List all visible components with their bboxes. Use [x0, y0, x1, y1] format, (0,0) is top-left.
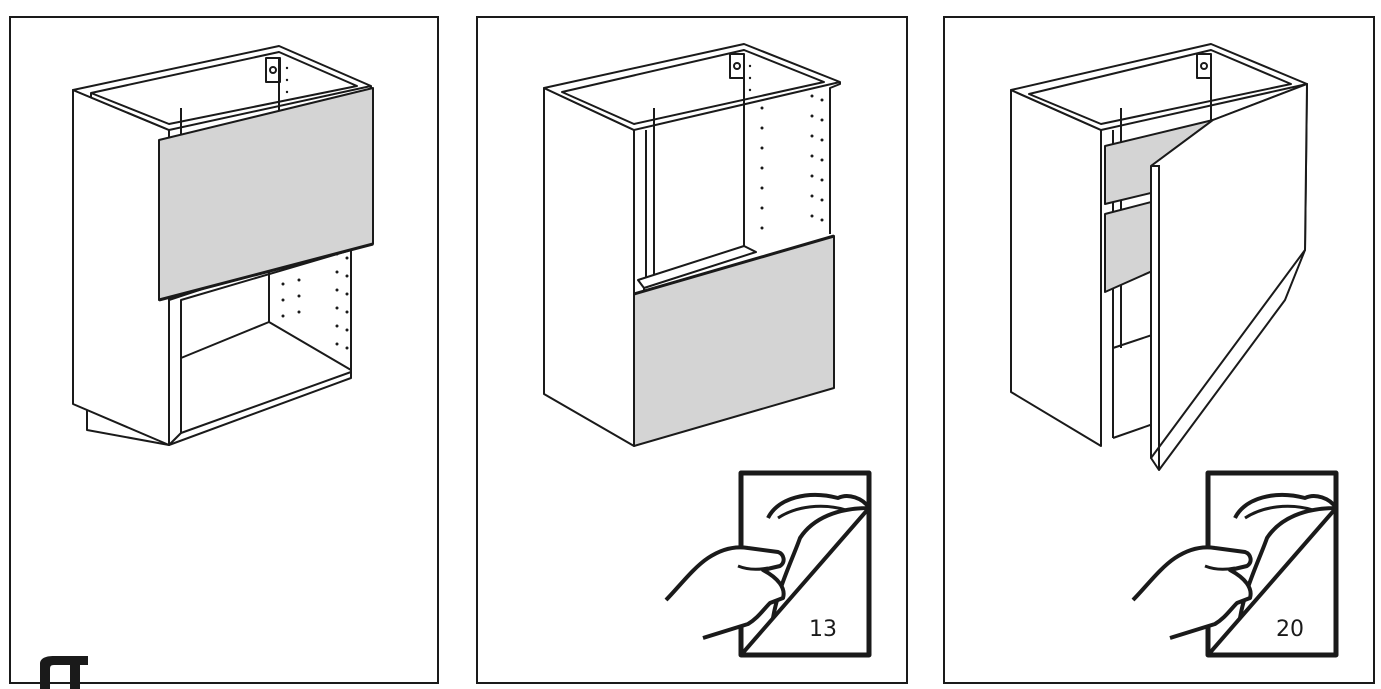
shelf-holes: [748, 64, 824, 230]
page-number-13: 13: [809, 617, 837, 642]
cabinet-bottom-panel-illustration: 13: [543, 43, 872, 658]
cabinet-icon: [543, 43, 841, 447]
cabinet-icon: [72, 45, 372, 446]
step-panel-3: 20: [943, 16, 1375, 684]
step-panel-1: [9, 16, 439, 684]
page-turn-hand-icon: [664, 470, 872, 658]
front-panel-bottom: [633, 235, 835, 447]
cabinet-top-panel-illustration: [72, 45, 374, 446]
page-number-20: 20: [1276, 617, 1304, 642]
step-panel-2: 13: [476, 16, 908, 684]
cabinet-door-illustration: 20: [1010, 43, 1339, 658]
corner-symbol-icon: [40, 656, 88, 689]
cabinet-icon: [1010, 43, 1308, 447]
page-turn-hand-icon: [1131, 470, 1339, 658]
